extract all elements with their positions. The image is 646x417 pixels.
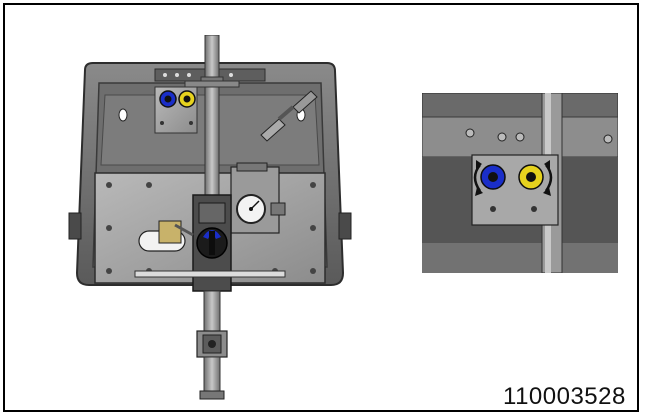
rotate-arrow-right-icon (543, 160, 553, 196)
push-to-connect-fitting (138, 220, 194, 252)
upper-fitting-plate (154, 86, 198, 134)
figure-frame: 110003528 (3, 3, 639, 412)
vertical-pipe (184, 35, 240, 214)
ball-valve (196, 290, 228, 400)
rotate-arrow-left-icon (473, 160, 483, 196)
yellow-fitting-icon (518, 164, 544, 190)
blue-fitting-icon (480, 164, 506, 190)
bottom-rail (134, 270, 286, 278)
fitting-detail-inset (422, 93, 618, 273)
angled-fittings (260, 90, 318, 142)
pressure-regulator (230, 162, 286, 234)
document-number: 110003528 (503, 383, 626, 410)
main-assembly-illustration (68, 35, 352, 400)
